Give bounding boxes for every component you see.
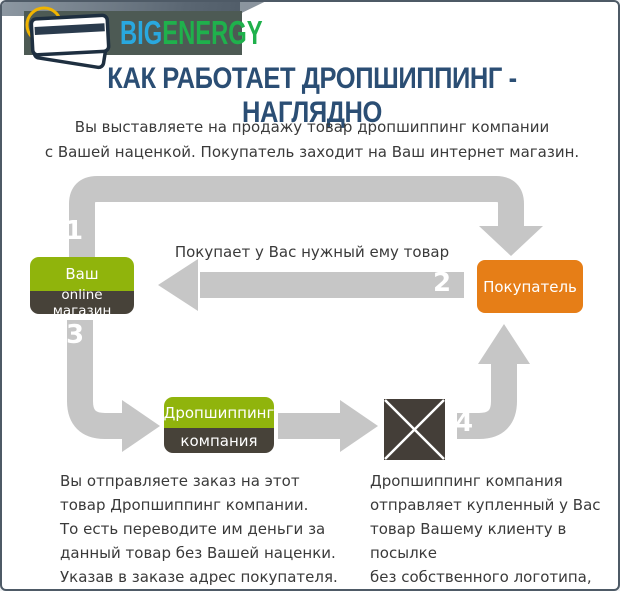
parcel-x-icon bbox=[384, 399, 445, 460]
arrow-2-label: Покупает у Вас нужный ему товар bbox=[174, 243, 450, 261]
intro-text: Вы выставляете на продажу товар дропшипп… bbox=[44, 118, 580, 161]
arrow-1-head bbox=[479, 226, 543, 256]
arrow-4-path bbox=[457, 362, 517, 439]
page-title: КАК РАБОТАЕТ ДРОПШИППИНГ - НАГЛЯДНО bbox=[107, 62, 517, 129]
arrow-package-head bbox=[340, 400, 378, 452]
step-number-1: 1 bbox=[65, 216, 84, 246]
arrow-4-head bbox=[478, 324, 530, 364]
logo-energy: ENERGY bbox=[162, 14, 263, 51]
arrow-2-head bbox=[158, 259, 198, 311]
store-label-bottom: online магазин bbox=[30, 287, 134, 314]
arrow-1-path bbox=[69, 176, 524, 260]
arrow-3-path bbox=[67, 320, 124, 439]
note-company-ships: Дропшиппинг компания отправляет купленны… bbox=[370, 472, 601, 586]
bigenergy-logo: BIGENERGY bbox=[24, 6, 263, 70]
package-box bbox=[384, 399, 445, 460]
arrow-3-head bbox=[122, 400, 160, 452]
box-buyer: Покупатель bbox=[477, 260, 583, 313]
credit-cards-icon bbox=[25, 6, 111, 70]
dropship-label-bottom: компания bbox=[164, 428, 274, 453]
box-dropshipping-company: Дропшиппинг компания bbox=[164, 397, 274, 453]
box-your-online-store: Ваш online магазин bbox=[30, 257, 134, 314]
step-number-2: 2 bbox=[433, 268, 452, 298]
logo-big: BIG bbox=[120, 14, 163, 51]
dropship-label-top: Дропшиппинг bbox=[164, 397, 274, 428]
note-order-to-dropship: Вы отправляете заказ на этот товар Дропш… bbox=[60, 472, 338, 586]
store-label-top: Ваш bbox=[30, 257, 134, 291]
step-number-3: 3 bbox=[66, 320, 85, 350]
step-number-4: 4 bbox=[455, 408, 474, 438]
logo-text: BIGENERGY bbox=[120, 14, 263, 52]
